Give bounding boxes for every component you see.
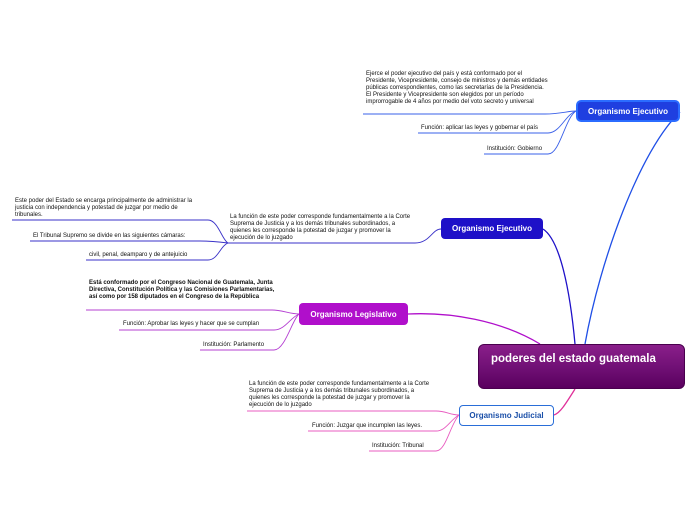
branch-organismo-legislativo[interactable]: Organismo Legislativo [299,303,408,325]
leaf-judicial-institucion[interactable]: Institución: Tribunal [372,443,424,450]
leaf-text: Institución: Gobierno [487,146,543,152]
link-root-ejecutivo-1 [584,111,681,345]
root-node[interactable]: poderes del estado guatemala [478,344,685,389]
link-b1-leaf3 [484,110,577,155]
leaf-ejecutivo-description[interactable]: Ejerce el poder ejecutivo del país y est… [366,71,550,106]
leaf-text: Ejerce el poder ejecutivo del país y est… [366,71,548,105]
leaf-text: La función de este poder corresponde fun… [249,381,430,408]
leaf-text: Este poder del Estado se encarga princip… [15,198,193,218]
link-b2-sub2 [30,240,229,244]
leaf-text: El Tribunal Supremo se divide en las sig… [33,233,186,239]
link-b4-leaf3 [369,414,460,452]
leaf-ejecutivo-funcion[interactable]: Función: aplicar las leyes y gobernar el… [421,125,538,132]
subleaf-camaras[interactable]: civil, penal, deamparo y de antejuicio [89,252,187,259]
leaf-text: Función: Aprobar las leyes y hacer que s… [123,321,260,327]
branch-label: Organismo Ejecutivo [451,224,533,233]
branch-label: Organismo Ejecutivo [587,106,669,116]
link-root-judicial [553,388,576,416]
leaf-text: Institución: Tribunal [372,443,424,449]
link-b2-leaf1 [228,228,442,244]
root-label: poderes del estado guatemala [491,353,656,365]
leaf-ejecutivo-institucion[interactable]: Institución: Gobierno [487,146,542,153]
link-b2-sub3 [86,242,229,261]
branch-organismo-ejecutivo-top[interactable]: Organismo Ejecutivo [576,100,680,122]
leaf-judicial-description[interactable]: La función de este poder corresponde fun… [249,381,435,409]
link-b1-leaf1 [363,110,577,115]
link-b1-leaf2 [418,110,577,134]
branch-label: Organismo Judicial [469,411,544,420]
link-b3-leaf3 [200,313,300,351]
leaf-text: Función: aplicar las leyes y gobernar el… [421,125,539,131]
leaf-text: Está conformado por el Congreso Nacional… [89,280,275,300]
link-b3-leaf1 [86,309,300,315]
leaf-legislativo-institucion[interactable]: Institución: Parlamento [203,342,264,349]
leaf-text: Función: Juzgar que incumplen las leyes. [312,423,423,429]
leaf-legislativo-description[interactable]: Está conformado por el Congreso Nacional… [89,280,275,301]
link-b4-leaf1 [247,410,460,416]
leaf-text: La función de este poder corresponde fun… [230,214,411,241]
link-root-legislativo [407,313,541,345]
link-b4-leaf2 [308,414,460,432]
link-root-ejecutivo-2 [542,228,576,345]
branch-organismo-ejecutivo-middle[interactable]: Organismo Ejecutivo [441,218,543,239]
leaf-judicial-funcion[interactable]: Función: Juzgar que incumplen las leyes. [312,423,422,430]
leaf-text: civil, penal, deamparo y de antejuicio [89,252,188,258]
leaf-legislativo-funcion[interactable]: Función: Aprobar las leyes y hacer que s… [123,321,259,328]
link-b2-sub1 [12,219,229,244]
leaf-ejecutivo2-description[interactable]: La función de este poder corresponde fun… [230,214,416,242]
subleaf-tribunal-supremo[interactable]: El Tribunal Supremo se divide en las sig… [33,233,185,240]
branch-label: Organismo Legislativo [310,309,397,319]
branch-organismo-judicial[interactable]: Organismo Judicial [459,405,554,426]
leaf-text: Institución: Parlamento [203,342,265,348]
link-b3-leaf2 [119,313,300,331]
subleaf-poder-justicia[interactable]: Este poder del Estado se encarga princip… [15,198,201,219]
